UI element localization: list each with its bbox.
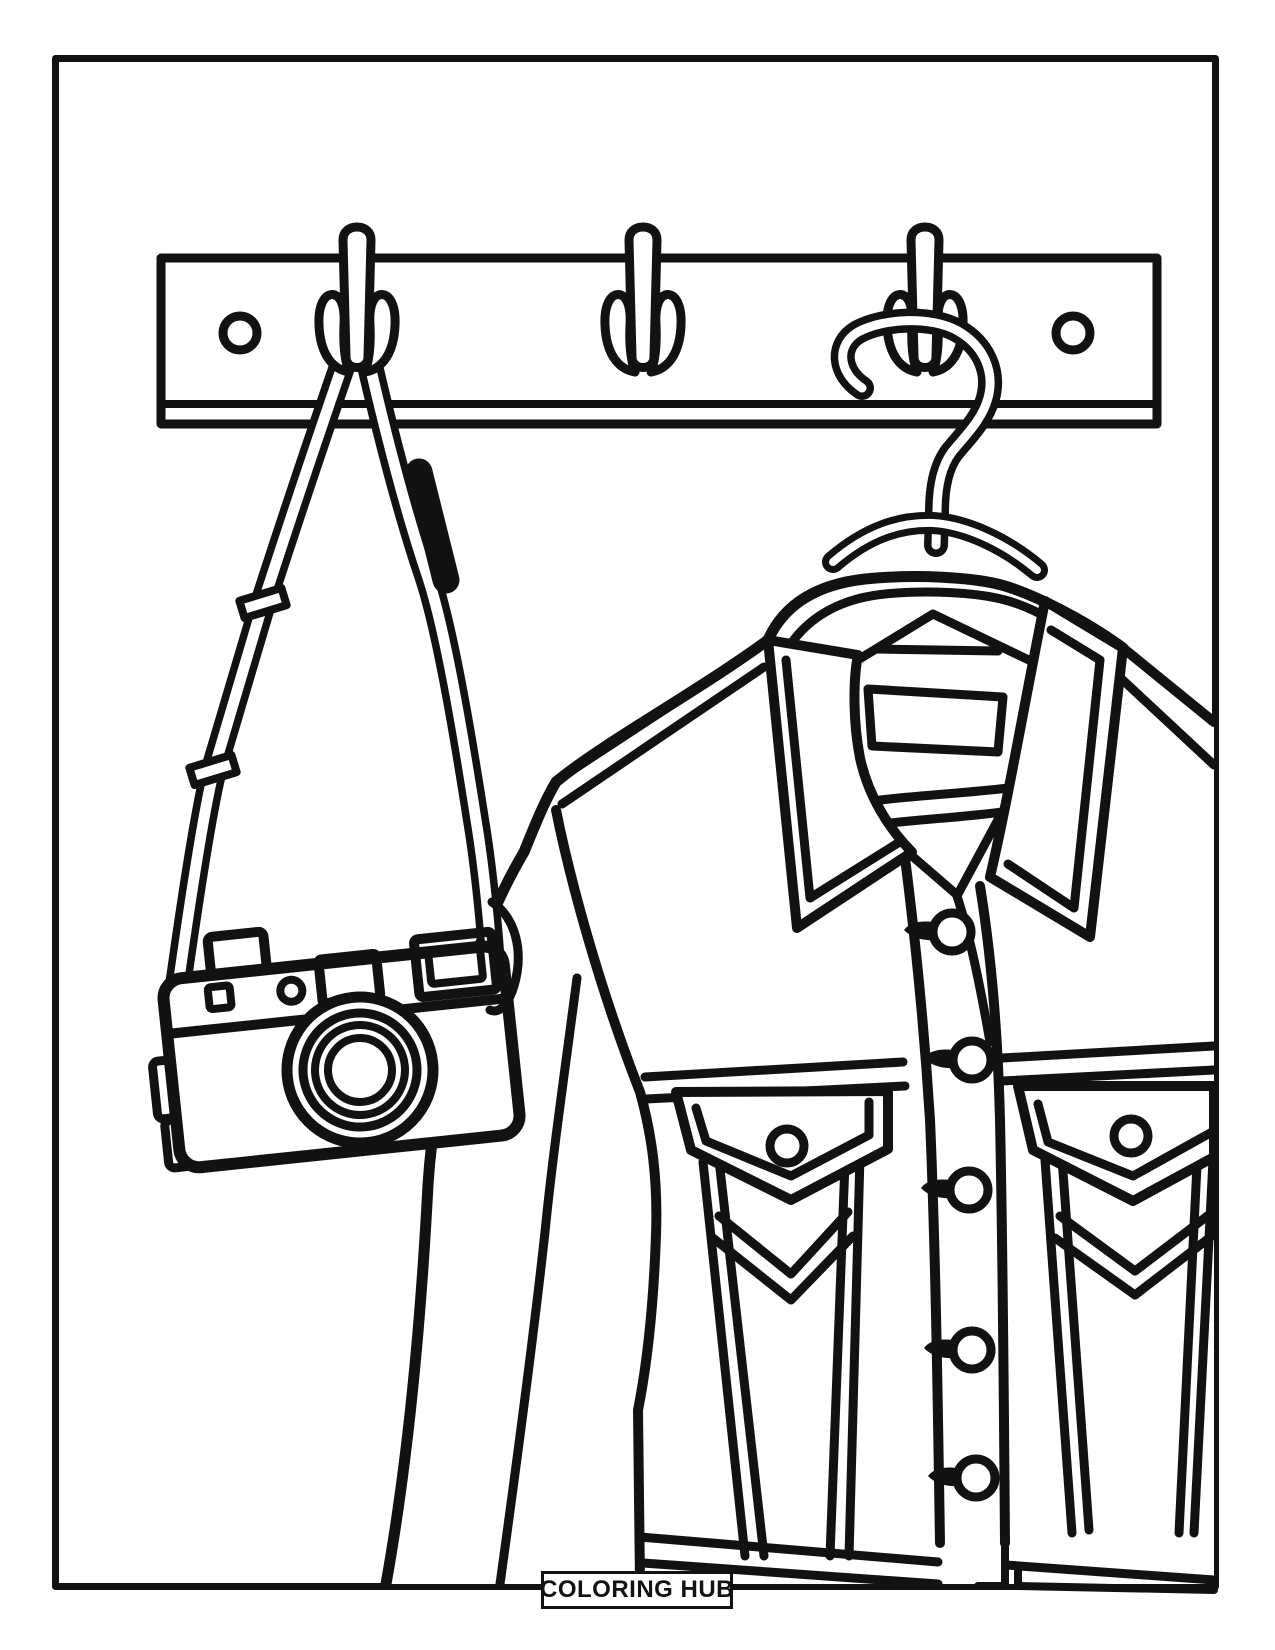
footer-brand-label: COLORING HUB [540,1576,734,1603]
hanger-bar-core [829,518,1041,574]
right-lapel-stitch [1003,625,1105,913]
jacket-button-icon [921,1166,993,1214]
jacket-button-icon [904,908,976,956]
left-chest-pocket [671,1086,893,1561]
left-pocket-button-icon [765,1124,809,1168]
jacket-button-icon [928,1454,1000,1502]
jacket-neck-v-right [953,811,1005,899]
rack-hook-right [882,222,968,377]
left-sleeve-body-seam [551,805,662,1589]
hook-center-prong [906,222,944,372]
rack-screw-right-icon [1051,311,1095,355]
strap-adjuster-buckle-upper [235,583,291,623]
strap-dark-segment [405,458,460,594]
left-sleeve-crease [495,973,582,1589]
jacket-button-icon [924,1036,996,1084]
camera-rangefinder-inner [424,943,487,988]
hanger-hook-core [838,316,995,550]
right-pocket-button-icon [1109,1114,1153,1158]
right-pocket-bag-chevron-inner [1055,1209,1215,1276]
strap-adjuster-buckle-lower [185,750,241,790]
chest-yoke-left-upper [640,1057,908,1082]
denim-jacket [380,571,1219,1594]
rack-screw-left-icon [218,311,262,355]
placket-right-edge [975,881,1010,1548]
right-shoulder-seam-upper [1118,643,1219,727]
right-pocket-flap-stitch [1033,1099,1217,1181]
camera-strap [163,322,506,1013]
left-lapel-stitch [781,655,903,903]
right-pocket-bag-chevron [1050,1230,1218,1300]
camera-dial-icon [276,975,307,1006]
camera-lens [281,991,439,1149]
jacket-button-icon [924,1326,996,1374]
clothes-hanger [822,308,1048,581]
jacket-collar-left-lapel [763,635,917,933]
strap-left-band-outer [163,325,365,1013]
right-chest-pocket [1013,1081,1219,1538]
camera-shutter-square [203,981,236,1014]
rack-hook-left [314,222,400,377]
jacket-collar-right-lapel [985,596,1128,942]
jacket-hem-band [635,1532,1219,1594]
right-shoulder-seam-lower [1107,665,1219,770]
placket-overlap-edge [952,891,995,1047]
jacket-neck-label-tag [863,684,1008,757]
left-shoulder-seam-lower [557,662,769,809]
footer-brand-plate: COLORING HUB [540,1571,734,1609]
left-shoulder-seam-upper [551,644,762,786]
camera-rangefinder-outer [409,926,502,1002]
jacket-collar-stand-line [871,644,1003,656]
left-pocket-flap-stitch [691,1097,874,1181]
rack-hook-middle [600,222,686,377]
hook-center-prong [338,222,376,372]
chest-yoke-right-lower [997,1065,1219,1086]
hook-center-prong [624,222,662,372]
vintage-camera [148,926,526,1174]
chest-yoke-right-upper [997,1041,1219,1063]
left-pocket-bag-chevron [708,1231,858,1305]
left-pocket-bag-chevron-inner [714,1207,853,1279]
strap-end-loop [485,897,523,1016]
strap-right-band-core [357,329,499,986]
jacket-buttons [904,908,1000,1502]
jacket-button-placket [900,853,1022,1590]
placket-left-edge [900,853,945,1548]
left-pocket-right-seams [825,1151,865,1561]
